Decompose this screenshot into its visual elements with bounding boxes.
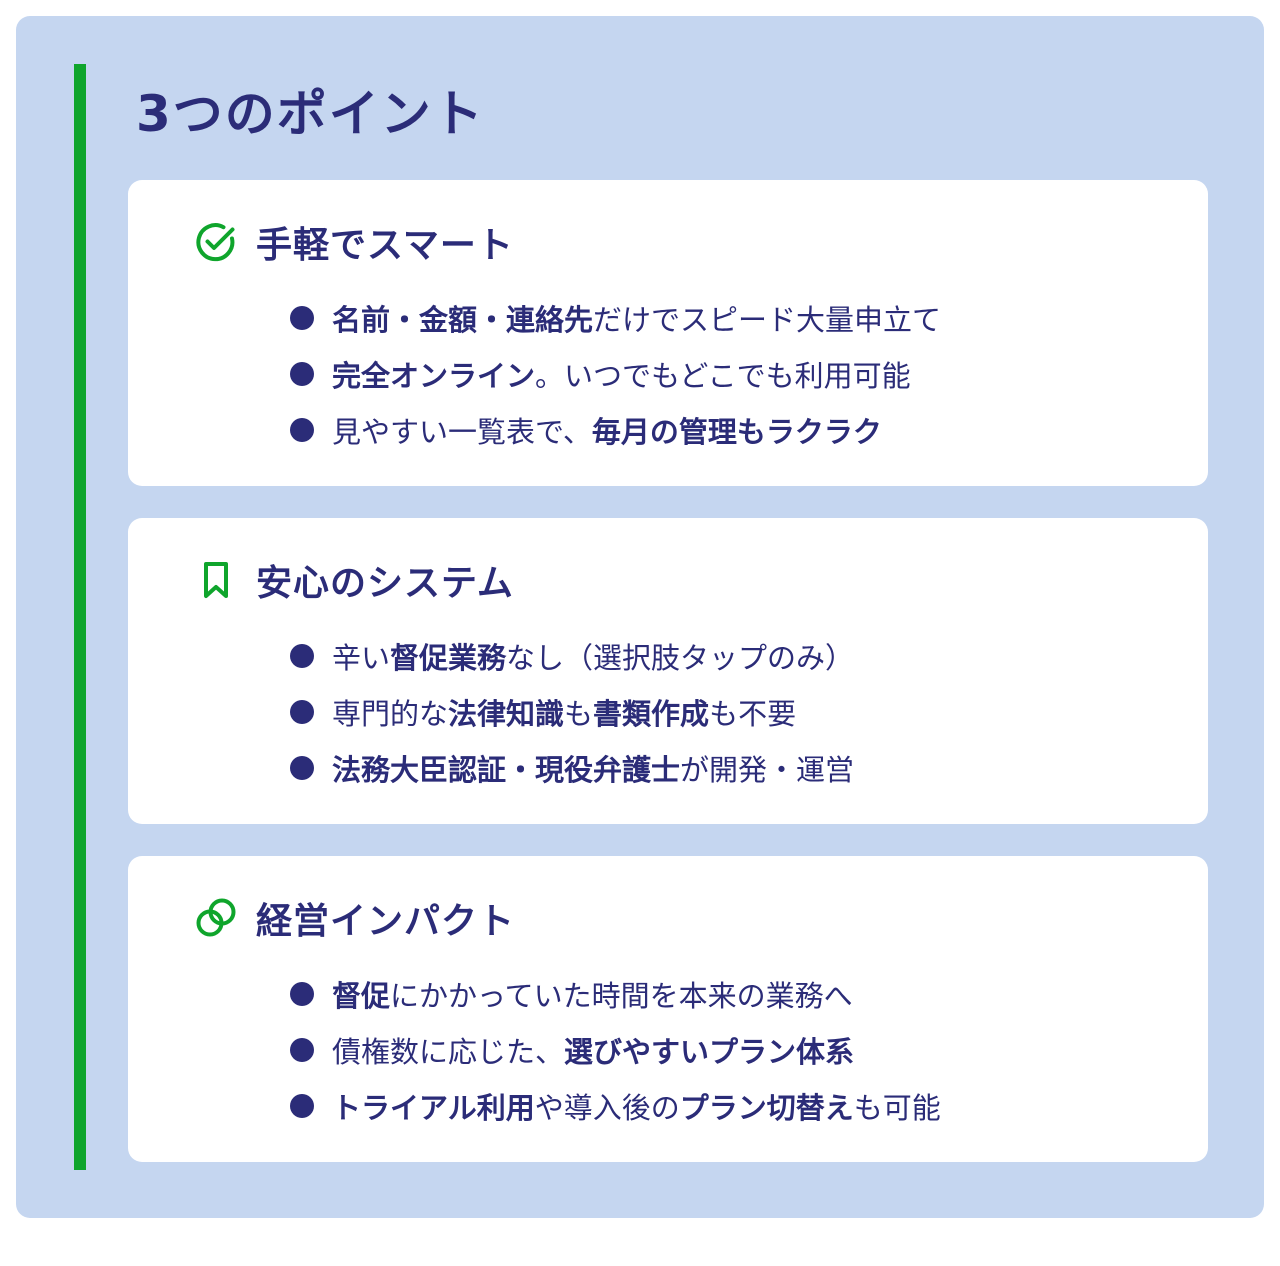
point-text-emphasis: プラン切替え: [679, 1091, 854, 1125]
card-title: 手軽でスマート: [256, 225, 514, 266]
point-text-emphasis: 名前・金額・連絡先: [332, 303, 594, 337]
point-text: が開発・運営: [680, 753, 855, 787]
point-text: や導入後の: [534, 1091, 680, 1125]
point-card-2: 安心のシステム 辛い督促業務なし（選択肢タップのみ）専門的な法律知識も書類作成も…: [128, 518, 1208, 824]
bookmark-icon: [204, 562, 228, 598]
point-text-emphasis: 法務大臣認証・現役弁護士: [332, 753, 681, 787]
point-text-emphasis: 督促業務: [390, 641, 507, 675]
bullet-dot-icon: [290, 756, 314, 780]
point-text: も不要: [709, 697, 797, 731]
point-item: トライアル利用や導入後のプラン切替えも可能: [290, 1078, 941, 1134]
point-card-1: 手軽でスマート 名前・金額・連絡先だけでスピード大量申立て完全オンライン。いつで…: [128, 180, 1208, 486]
card-header: 経営インパクト: [194, 894, 515, 942]
check-circle-icon: [196, 223, 235, 262]
point-text-emphasis: 督促: [332, 979, 391, 1013]
point-text: だけでスピード大量申立て: [593, 303, 942, 337]
point-item: 名前・金額・連絡先だけでスピード大量申立て: [290, 290, 941, 346]
points-panel: 3つのポイント 手軽でスマート 名前・金額・連絡先だけでスピード大量申立て完全オ…: [16, 16, 1264, 1218]
overlapping-circles-icon: [196, 898, 236, 937]
point-card-3: 経営インパクト 督促にかかっていた時間を本来の業務へ債権数に応じた、選びやすいプ…: [128, 856, 1208, 1162]
point-item: 専門的な法律知識も書類作成も不要: [290, 684, 854, 740]
point-text: 専門的な: [332, 697, 449, 731]
point-text-emphasis: トライアル利用: [332, 1091, 535, 1125]
point-text-emphasis: 書類作成: [593, 697, 710, 731]
bullet-dot-icon: [290, 362, 314, 386]
bullet-dot-icon: [290, 1038, 314, 1062]
point-item: 辛い督促業務なし（選択肢タップのみ）: [290, 628, 854, 684]
bullet-dot-icon: [290, 418, 314, 442]
bullet-dot-icon: [290, 644, 314, 668]
card-header: 手軽でスマート: [194, 218, 514, 266]
point-text: も: [564, 697, 594, 731]
card-title: 経営インパクト: [256, 901, 516, 942]
point-list: 名前・金額・連絡先だけでスピード大量申立て完全オンライン。いつでもどこでも利用可…: [290, 290, 941, 458]
accent-bar: [74, 64, 86, 1170]
point-text: 辛い: [332, 641, 391, 675]
point-text: 。いつでもどこでも利用可能: [535, 359, 911, 393]
point-list: 辛い督促業務なし（選択肢タップのみ）専門的な法律知識も書類作成も不要法務大臣認証…: [290, 628, 854, 796]
panel-title: 3つのポイント: [136, 85, 485, 143]
point-text: も可能: [853, 1091, 941, 1125]
point-item: 完全オンライン。いつでもどこでも利用可能: [290, 346, 941, 402]
bullet-dot-icon: [290, 700, 314, 724]
bullet-dot-icon: [290, 982, 314, 1006]
point-text-emphasis: 選びやすいプラン体系: [564, 1035, 855, 1069]
point-text-emphasis: 完全オンライン: [332, 359, 536, 393]
point-item: 督促にかかっていた時間を本来の業務へ: [290, 966, 941, 1022]
point-item: 見やすい一覧表で、毎月の管理もラクラク: [290, 402, 941, 458]
card-title: 安心のシステム: [256, 563, 514, 604]
point-item: 法務大臣認証・現役弁護士が開発・運営: [290, 740, 854, 796]
point-text: にかかっていた時間を本来の業務へ: [390, 979, 853, 1013]
point-text: 見やすい一覧表で、: [332, 415, 592, 449]
point-item: 債権数に応じた、選びやすいプラン体系: [290, 1022, 941, 1078]
point-text: なし（選択肢タップのみ）: [506, 641, 855, 675]
bullet-dot-icon: [290, 1094, 314, 1118]
card-header: 安心のシステム: [194, 556, 514, 604]
point-text-emphasis: 法律知識: [448, 697, 565, 731]
bullet-dot-icon: [290, 306, 314, 330]
point-text: 債権数に応じた、: [332, 1035, 565, 1069]
point-list: 督促にかかっていた時間を本来の業務へ債権数に応じた、選びやすいプラン体系トライア…: [290, 966, 941, 1134]
point-text-emphasis: 毎月の管理もラクラク: [591, 415, 882, 449]
